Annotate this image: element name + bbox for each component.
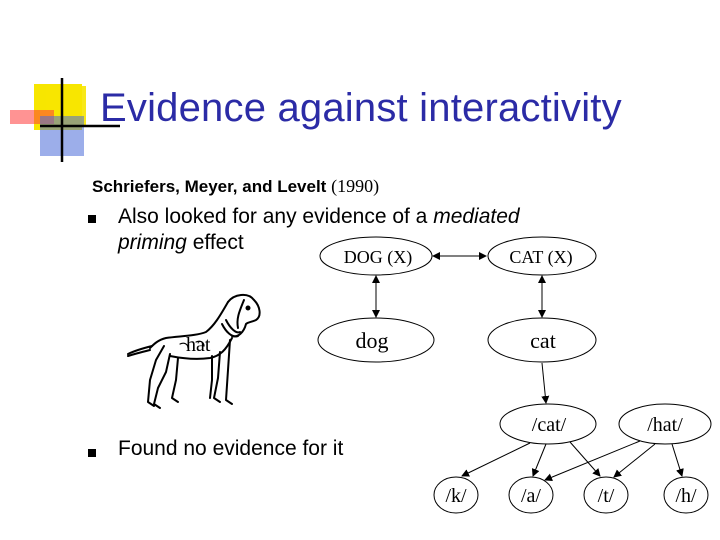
node-hat-phon-label: /hat/ <box>647 414 683 436</box>
node-dog-concept-label: DOG (X) <box>344 247 412 268</box>
node-phoneme-a-label: /a/ <box>521 485 541 507</box>
edge-hat-h <box>672 444 682 476</box>
node-dog-lemma-label: dog <box>356 328 389 353</box>
edge-hat-a <box>545 441 640 480</box>
edge-cat-k <box>462 443 530 476</box>
edge-cat-a <box>533 444 546 476</box>
node-phoneme-t-label: /t/ <box>598 485 615 507</box>
node-cat-lemma-label: cat <box>530 328 556 353</box>
node-phoneme-h-label: /h/ <box>675 485 697 507</box>
picture-distractor-label: hat <box>186 334 211 356</box>
node-cat-concept-label: CAT (X) <box>509 247 572 268</box>
edge-cat-lemma-phon <box>542 363 546 403</box>
node-cat-phon-label: /cat/ <box>532 414 567 436</box>
node-phoneme-k-label: /k/ <box>445 485 467 507</box>
